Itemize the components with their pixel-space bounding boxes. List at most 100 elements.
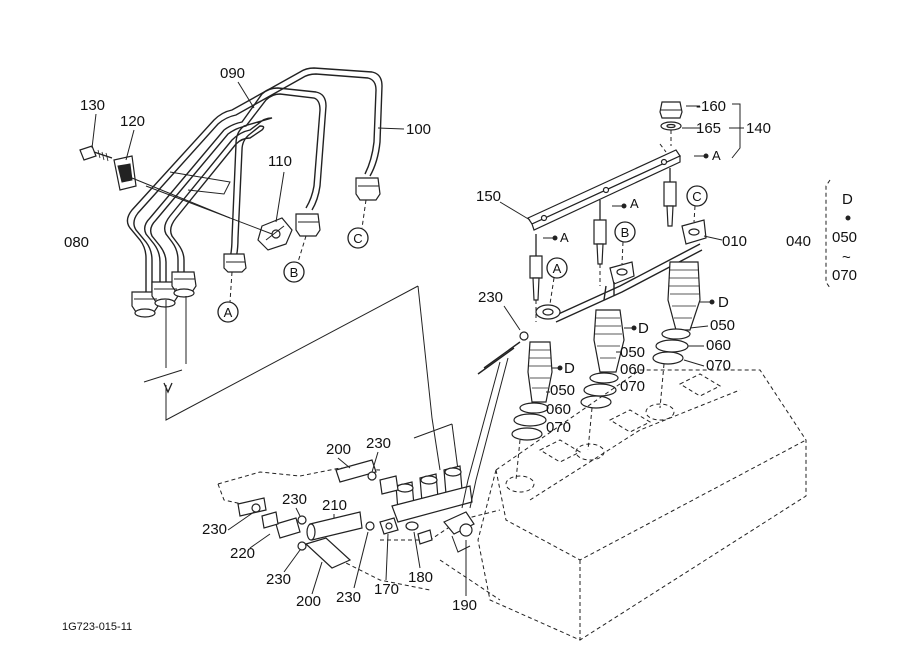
a-pointers xyxy=(543,153,709,241)
callout-210: 210 xyxy=(322,497,347,514)
injection-pipe-100[interactable] xyxy=(126,67,383,295)
bolt-130[interactable] xyxy=(79,145,113,162)
callout-d-right: D xyxy=(718,294,729,311)
glow-plug-middle[interactable] xyxy=(593,200,607,286)
pipe-clamp-110[interactable] xyxy=(257,217,293,251)
glow-plug-lead-150[interactable] xyxy=(527,143,681,231)
fuel-hose-200-upper[interactable] xyxy=(335,459,399,495)
washer-050-right[interactable] xyxy=(661,328,691,340)
callout-110: 110 xyxy=(268,153,292,170)
legend-range-from: 050 xyxy=(832,229,857,246)
circled-reference-letters: A B C A B C xyxy=(217,185,708,323)
callout-200-upper: 200 xyxy=(326,441,351,458)
nozzle-holder-left[interactable] xyxy=(527,341,553,403)
callout-a-1: A xyxy=(560,230,569,245)
callout-080: 080 xyxy=(64,234,89,251)
circled-letter-c-right: C xyxy=(686,185,708,223)
callout-230-bottom: 230 xyxy=(336,589,361,606)
leak-off-pipe-010[interactable] xyxy=(535,219,707,323)
cylinder-head-outline xyxy=(477,369,807,641)
circled-letter-c-left: C xyxy=(347,199,369,249)
callout-160: -160 xyxy=(696,98,726,115)
washer-180[interactable] xyxy=(405,521,433,545)
callout-060-left: 060 xyxy=(546,401,571,418)
fitting-190[interactable] xyxy=(443,511,475,553)
delivery-valves[interactable] xyxy=(391,465,473,523)
washer-060-right[interactable] xyxy=(655,339,689,353)
clamp-plate-120[interactable] xyxy=(113,155,137,191)
circled-letter-b-left: B xyxy=(283,235,307,283)
callout-165: 165 xyxy=(696,120,721,137)
fuel-hoses xyxy=(237,331,529,569)
legend-range-to: 070 xyxy=(832,267,857,284)
callout-140: 140 xyxy=(746,120,771,137)
nozzle-holder-right[interactable] xyxy=(667,261,701,331)
callout-a-3: A xyxy=(712,148,721,163)
callout-060-middle: 060 xyxy=(620,361,645,378)
callout-170: 170 xyxy=(374,581,399,598)
injection-pipe-080[interactable] xyxy=(163,117,273,282)
callout-100: 100 xyxy=(406,121,431,138)
callout-050-right: 050 xyxy=(710,317,735,334)
callout-070-left: 070 xyxy=(546,419,571,436)
nut-160[interactable] xyxy=(659,101,683,119)
callout-230-middle: 230 xyxy=(282,491,307,508)
injection-pump-area xyxy=(217,465,501,601)
callout-220: 220 xyxy=(230,545,255,562)
glow-plug-left[interactable] xyxy=(529,234,543,322)
circled-letter-b-right: B xyxy=(614,221,636,265)
svg-text:B: B xyxy=(290,265,299,280)
callout-050-middle: 050 xyxy=(620,344,645,361)
washer-050-left[interactable] xyxy=(519,402,549,414)
callout-230-injector: 230 xyxy=(478,289,503,306)
callout-130: 130 xyxy=(80,97,105,114)
callout-050-left: 050 xyxy=(550,382,575,399)
circled-letter-a-left: A xyxy=(217,271,239,323)
callout-120: 120 xyxy=(120,113,145,130)
pipe-end-nuts-left xyxy=(131,271,197,318)
washer-070-left[interactable] xyxy=(511,427,543,441)
fuel-hose-200-lower[interactable] xyxy=(304,537,352,569)
callout-230-upper: 230 xyxy=(366,435,391,452)
callout-d-left: D xyxy=(564,360,575,377)
callout-200-lower: 200 xyxy=(296,593,321,610)
pipe-end-nuts-right xyxy=(223,177,381,273)
washer-070-right[interactable] xyxy=(652,351,684,365)
part-callouts: 130 120 090 100 110 080 150 -160 165 140… xyxy=(64,65,857,614)
svg-text:C: C xyxy=(692,189,701,204)
washer-050-middle[interactable] xyxy=(589,372,619,384)
drawing-code: 1G723-015-11 xyxy=(62,621,132,633)
callout-180: 180 xyxy=(408,569,433,586)
nozzle-holder-middle[interactable] xyxy=(593,309,625,373)
fuel-hose-210[interactable] xyxy=(306,511,363,541)
callout-230-lower: 230 xyxy=(266,571,291,588)
callout-010: 010 xyxy=(722,233,747,250)
legend-range-tilde: ~ xyxy=(842,249,851,266)
injection-pipe-assembly xyxy=(79,67,383,318)
circled-letter-a-right: A xyxy=(546,257,568,305)
injection-pipe-090[interactable] xyxy=(143,87,327,290)
glow-plug-right[interactable] xyxy=(663,168,677,227)
nozzle-washers xyxy=(511,328,691,481)
banjo-bolt-170[interactable] xyxy=(379,517,399,535)
callout-070-middle: 070 xyxy=(620,378,645,395)
washer-060-left[interactable] xyxy=(513,413,547,427)
leader-lines xyxy=(143,285,459,471)
svg-text:A: A xyxy=(553,261,562,276)
nozzle-holders xyxy=(527,261,701,403)
hose-clips-230[interactable] xyxy=(251,331,529,551)
callout-040: 040 xyxy=(786,233,811,250)
glow-plugs xyxy=(529,168,677,322)
callout-150: 150 xyxy=(476,188,501,205)
callout-190: 190 xyxy=(452,597,477,614)
legend-title-d: D xyxy=(842,191,853,208)
callout-090: 090 xyxy=(220,65,245,82)
washer-070-middle[interactable] xyxy=(580,395,612,409)
callout-070-right: 070 xyxy=(706,357,731,374)
callout-d-middle: D xyxy=(638,320,649,337)
callout-230-left: 230 xyxy=(202,521,227,538)
washer-165[interactable] xyxy=(660,121,682,131)
svg-text:C: C xyxy=(353,231,362,246)
callout-060-right: 060 xyxy=(706,337,731,354)
